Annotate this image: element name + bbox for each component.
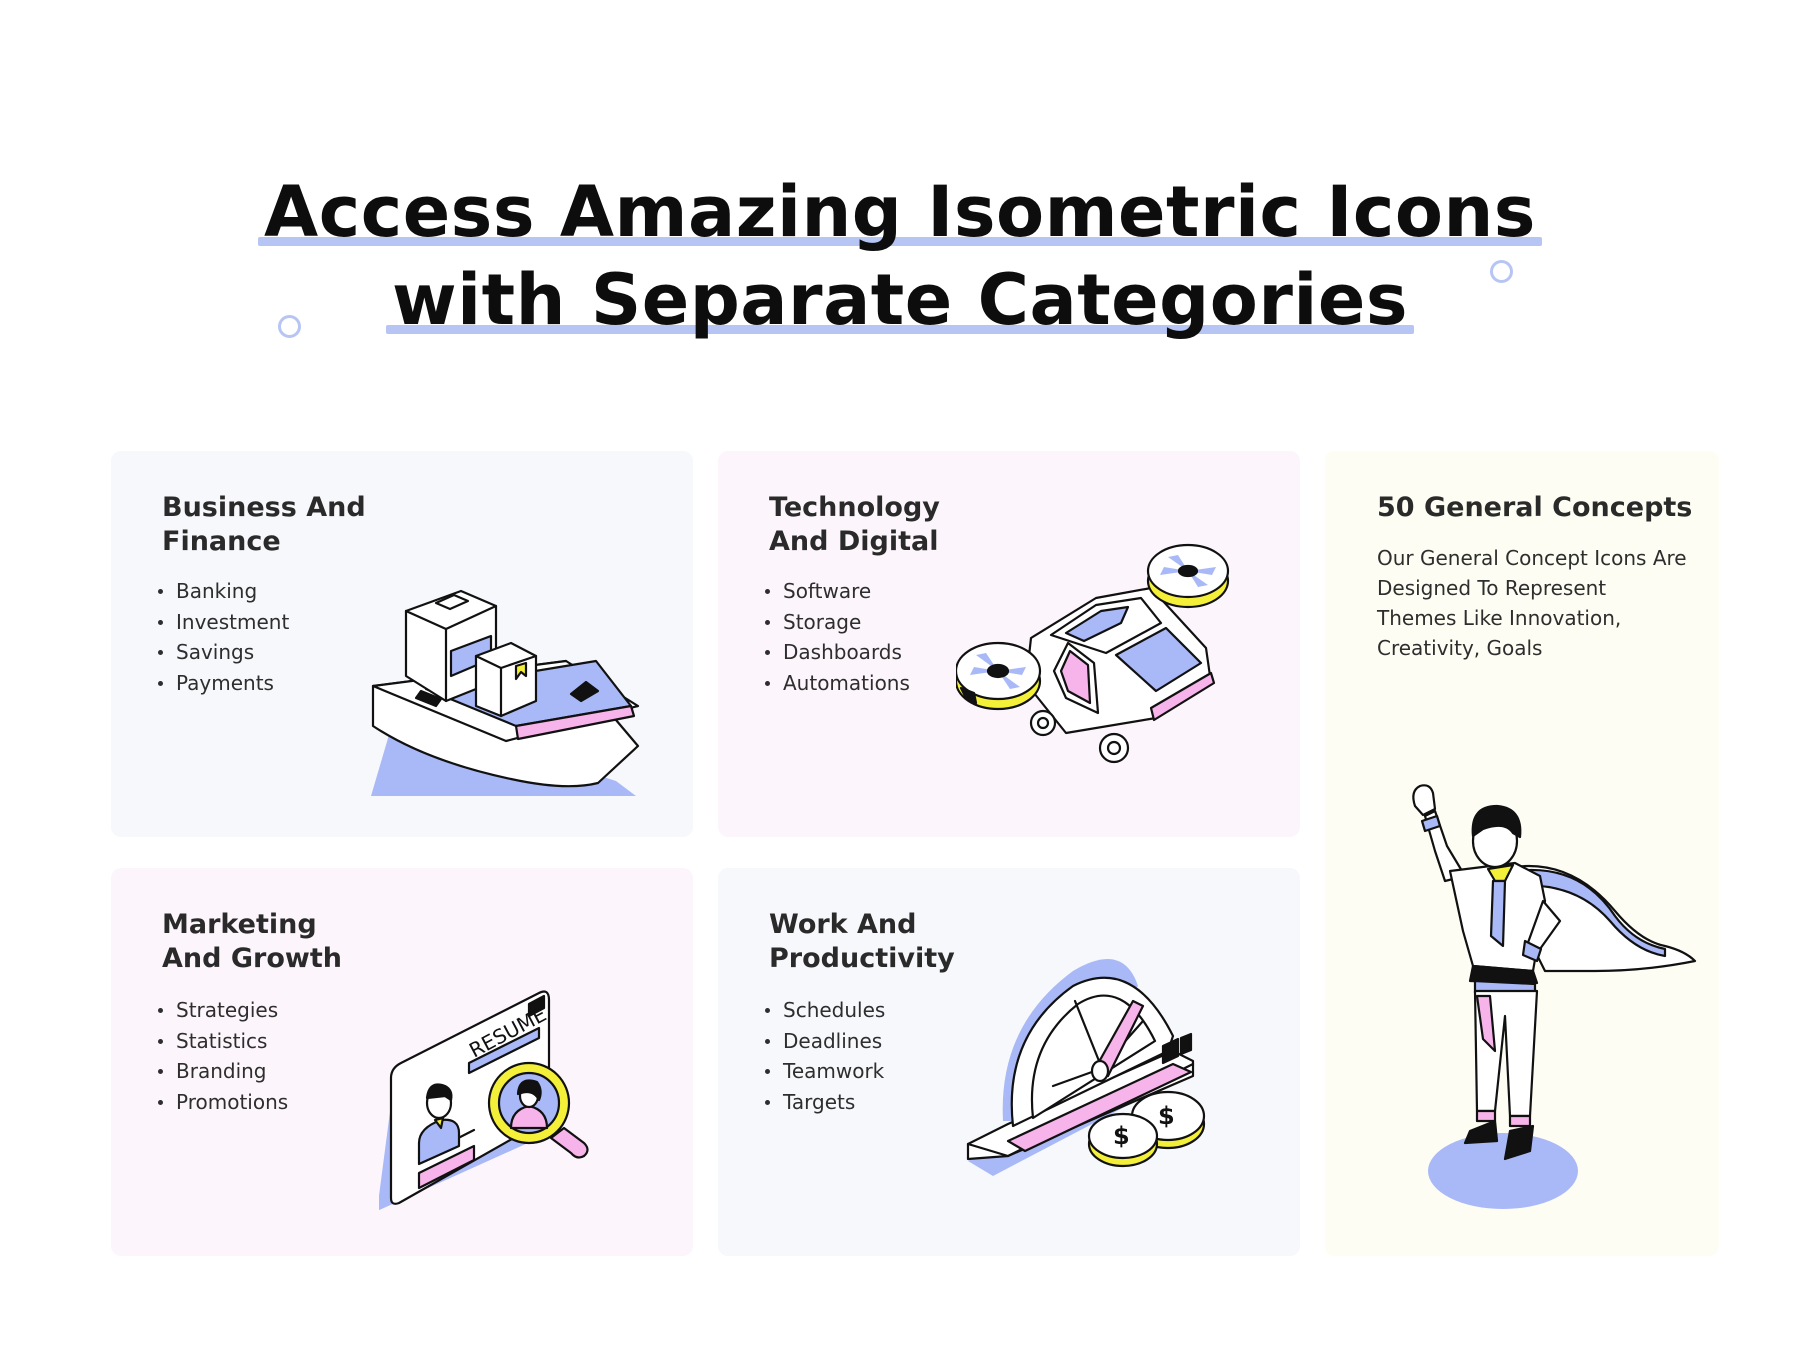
list-item: Software	[765, 576, 910, 607]
list-item: Promotions	[157, 1087, 288, 1118]
headline-line-2: with Separate Categories	[385, 256, 1415, 344]
list-item: Strategies	[157, 995, 288, 1026]
card-general-concepts[interactable]: 50 General Concepts Our General Concept …	[1325, 451, 1719, 1256]
cargo-ship-icon	[371, 589, 640, 796]
list-item: Automations	[765, 668, 910, 699]
list-item: Teamwork	[764, 1056, 885, 1087]
resume-magnifier-icon: RESUME	[379, 990, 589, 1211]
superhero-businessman-icon	[1412, 784, 1697, 1209]
list-item: Savings	[157, 637, 289, 668]
card-list: Schedules Deadlines Teamwork Targets	[764, 995, 885, 1118]
svg-text:$: $	[1113, 1122, 1130, 1150]
list-item: Schedules	[764, 995, 885, 1026]
card-list: Strategies Statistics Branding Promotion…	[157, 995, 288, 1118]
list-item: Payments	[157, 668, 289, 699]
svg-text:$: $	[1158, 1102, 1175, 1130]
list-item: Storage	[765, 607, 910, 638]
card-description: Our General Concept Icons Are Designed T…	[1377, 546, 1687, 660]
list-item: Deadlines	[764, 1026, 885, 1057]
speedometer-coins-icon: $ $	[966, 959, 1206, 1176]
headline-line-1: Access Amazing Isometric Icons	[258, 168, 1542, 256]
list-item: Statistics	[157, 1026, 288, 1057]
card-list: Software Storage Dashboards Automations	[765, 576, 910, 699]
list-item: Branding	[157, 1056, 288, 1087]
flying-car-icon	[956, 543, 1230, 764]
card-list: Banking Investment Savings Payments	[157, 576, 289, 699]
card-title: 50 General Concepts	[1377, 492, 1693, 523]
list-item: Dashboards	[765, 637, 910, 668]
decor-circle-left	[278, 315, 301, 338]
list-item: Investment	[157, 607, 289, 638]
page-headline: Access Amazing Isometric Icons with Sepa…	[0, 168, 1800, 344]
decor-circle-right	[1490, 260, 1513, 283]
list-item: Targets	[764, 1087, 885, 1118]
list-item: Banking	[157, 576, 289, 607]
